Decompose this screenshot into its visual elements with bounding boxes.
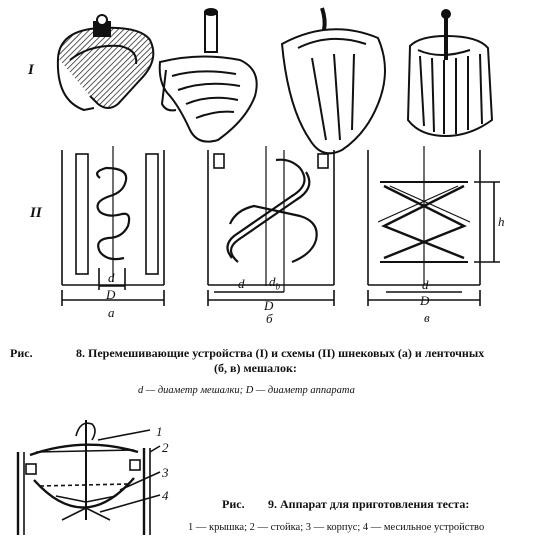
- callout-1: 1: [156, 424, 163, 439]
- dim-db-sub: b: [275, 281, 281, 292]
- dim-D-b: D: [264, 298, 274, 313]
- fig8-prefix: Рис.: [10, 346, 33, 360]
- dim-d-a: d: [108, 270, 115, 285]
- dim-db: db: [269, 274, 280, 292]
- scheme-v-ribbon: [367, 146, 500, 306]
- fig9-caption: 9. Аппарат для приготовления теста:: [268, 497, 470, 511]
- fig8-legend: d — диаметр мешалки; D — диаметр аппарат…: [138, 385, 355, 396]
- row-label-2: II: [30, 205, 42, 221]
- fig9-prefix: Рис.: [222, 497, 245, 511]
- mixer-sketch-2: [158, 8, 258, 143]
- label-a: а: [108, 305, 115, 320]
- dim-db-main: d: [269, 274, 276, 289]
- label-v: в: [424, 310, 430, 325]
- mixer-sketch-1: [56, 14, 155, 112]
- dim-d-b: d: [238, 276, 245, 291]
- dough-apparatus: [16, 420, 161, 535]
- scheme-b-ribbon: [207, 146, 335, 306]
- callout-2: 2: [162, 440, 169, 455]
- dim-D-a: D: [106, 287, 116, 302]
- dim-d-v: d: [422, 277, 429, 292]
- callout-4: 4: [162, 488, 169, 503]
- row-label-1: I: [28, 62, 34, 78]
- mixer-sketch-4: [406, 9, 494, 138]
- fig8-caption-2: (б, в) мешалок:: [214, 361, 297, 375]
- dim-h: h: [498, 214, 505, 229]
- callout-3: 3: [162, 465, 169, 480]
- dim-D-v: D: [420, 293, 430, 308]
- fig9-legend: 1 — крышка; 2 — стойка; 3 — корпус; 4 — …: [188, 522, 485, 533]
- label-b: б: [266, 311, 273, 326]
- scheme-a-screw: [61, 146, 165, 306]
- mixer-sketch-3: [280, 7, 386, 155]
- fig8-caption: 8. Перемешивающие устройства (I) и схемы…: [76, 346, 485, 360]
